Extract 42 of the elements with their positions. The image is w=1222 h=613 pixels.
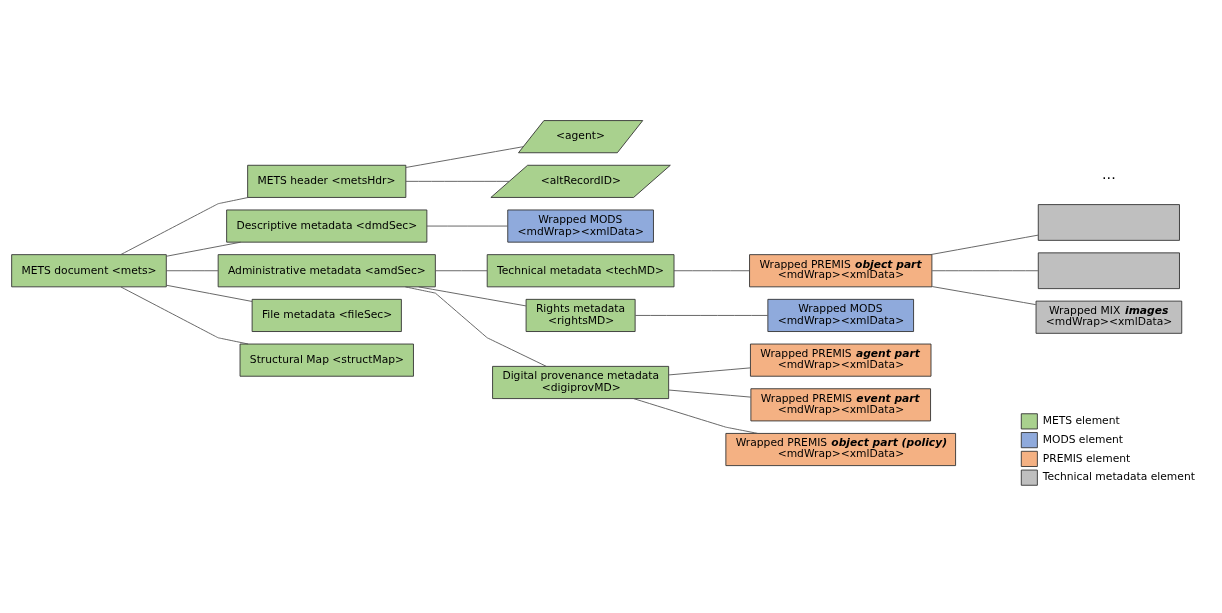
connector	[426, 225, 508, 227]
node-box	[1037, 204, 1180, 241]
node-box: Rights metadata <rightsMD>	[525, 298, 636, 332]
node-box: METS header <metsHdr>	[247, 164, 407, 198]
connector	[418, 286, 527, 307]
connector	[120, 286, 249, 345]
node-box: Wrapped MODS <mdWrap><xmlData>	[507, 209, 654, 243]
node-box: Wrapped PREMIS agent part <mdWrap><xmlData>	[750, 343, 932, 377]
connector	[931, 286, 1037, 306]
node-box	[1037, 252, 1180, 290]
connector	[930, 234, 1039, 256]
connector	[166, 270, 219, 272]
node-box: Descriptive metadata <dmdSec>	[226, 209, 428, 243]
legend-label: PREMIS element	[1042, 451, 1131, 465]
node-box: Administrative metadata <amdSec>	[217, 254, 436, 288]
connector	[633, 398, 759, 434]
node-box: Technical metadata <techMD>	[486, 254, 675, 288]
connector	[634, 315, 769, 316]
connector	[405, 180, 510, 182]
connector	[405, 146, 524, 168]
node-box: File metadata <fileSec>	[251, 298, 402, 332]
connector	[120, 197, 249, 255]
connector	[673, 270, 750, 272]
node-box: Structural Map <structMap>	[239, 343, 414, 377]
node-box: Wrapped PREMIS object part (policy) <mdWrap><xmlData>	[725, 433, 957, 467]
node-box: Wrapped PREMIS object part <mdWrap><xmlData>	[749, 254, 933, 288]
connector	[668, 367, 751, 376]
legend-label: MODS element	[1042, 432, 1124, 446]
connector	[668, 389, 752, 398]
label: ...	[1102, 166, 1116, 183]
legend-label: Technical metadata element	[1042, 470, 1195, 484]
node-box: METS document <mets>	[11, 254, 167, 288]
connector	[931, 270, 1039, 272]
node-box: Wrapped MIX images <mdWrap><xmlData>	[1035, 300, 1183, 334]
connector	[435, 270, 488, 272]
node-box: Wrapped PREMIS event part <mdWrap><xmlData>	[750, 388, 931, 422]
connector	[404, 286, 547, 367]
node-box: Wrapped MODS <mdWrap><xmlData>	[767, 298, 914, 332]
connector	[166, 284, 253, 302]
node-box: Digital provenance metadata <digiprovMD>	[492, 365, 670, 399]
connector	[166, 241, 242, 257]
legend-label: METS element	[1042, 414, 1120, 428]
